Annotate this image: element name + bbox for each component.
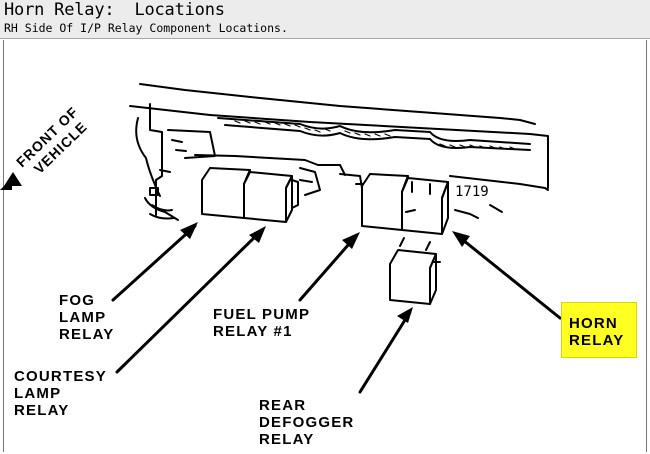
fog-lamp-relay-label: FOG LAMP RELAY xyxy=(59,292,115,343)
window-header: Horn Relay: Locations RH Side Of I/P Rel… xyxy=(0,0,650,39)
courtesy-lamp-relay-label: COURTESY LAMP RELAY xyxy=(14,368,107,419)
front-of-vehicle-indicator: FRONT OF VEHICLE xyxy=(0,100,97,190)
fog-lamp-relay-shape xyxy=(201,167,251,219)
svg-text:1719: 1719 xyxy=(455,184,489,200)
svg-text:FRONT OF VEHICLE: FRONT OF VEHICLE xyxy=(13,100,97,182)
arrowheads xyxy=(180,222,470,323)
rear-defogger-relay-label: REAR DEFOGGER RELAY xyxy=(259,397,355,448)
horn-relay-highlight xyxy=(561,302,637,358)
page-subtitle: RH Side Of I/P Relay Component Locations… xyxy=(4,21,288,35)
page-title: Horn Relay: Locations xyxy=(4,0,225,20)
horn-relay-shape xyxy=(401,177,449,235)
diagram-frame xyxy=(3,40,647,452)
connector-marks: 1719 xyxy=(455,184,489,200)
dashboard-outline xyxy=(129,83,549,221)
courtesy-lamp-relay-shape xyxy=(243,171,299,223)
fuel-pump-relay-label: FUEL PUMP RELAY #1 xyxy=(213,306,311,340)
horn-relay-label: HORN RELAY xyxy=(569,315,625,349)
rear-defogger-relay-shape xyxy=(389,237,441,305)
hatch-pattern xyxy=(234,120,516,150)
pointer-arrows xyxy=(111,224,562,394)
